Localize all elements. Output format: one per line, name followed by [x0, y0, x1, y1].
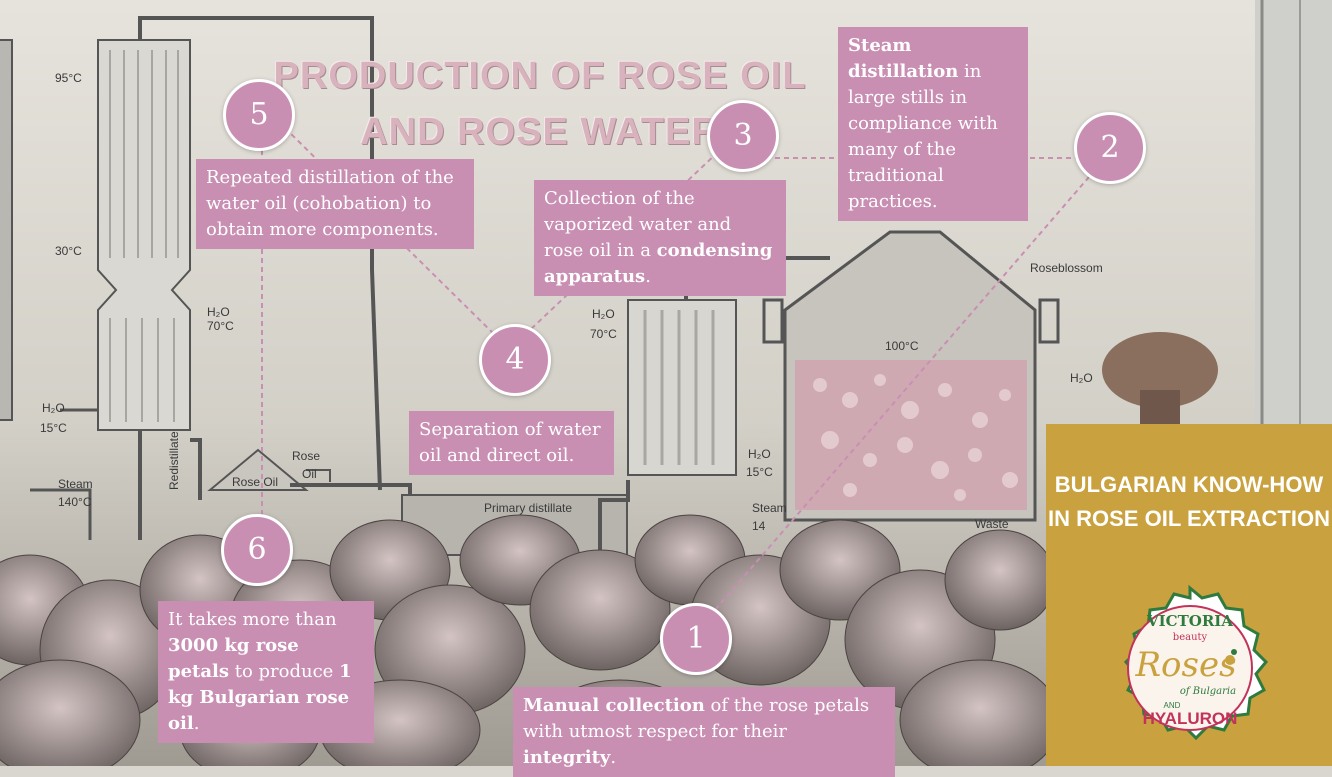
label-redistillate: Redistillate [167, 431, 181, 490]
svg-text:Roses: Roses [1134, 645, 1236, 685]
step-4-description: Separation of water oil and direct oil. [409, 411, 614, 475]
svg-text:of Bulgaria: of Bulgaria [1180, 686, 1236, 697]
svg-text:beauty: beauty [1173, 632, 1208, 643]
label-15c-mid: 15°C [746, 465, 773, 479]
label-100c: 100°C [885, 339, 919, 353]
step-1-text-2: . [610, 747, 617, 768]
step-6-text-3: . [193, 713, 200, 734]
side-panel: BULGARIAN KNOW-HOW IN ROSE OIL EXTRACTIO… [1046, 424, 1332, 766]
step-3-description: Collection of the vaporized water and ro… [534, 180, 786, 296]
label-h2o-mid: H₂O [592, 307, 615, 321]
label-14: 14 [752, 519, 766, 533]
step-3-circle: 3 [707, 100, 779, 172]
svg-text:HYALURON: HYALURON [1143, 709, 1238, 728]
step-6-text-1: It takes more than [168, 609, 337, 630]
step-3-text-2: . [645, 266, 651, 287]
step-1-circle: 1 [660, 603, 732, 675]
label-30c: 30°C [55, 244, 82, 258]
side-panel-title: BULGARIAN KNOW-HOW IN ROSE OIL EXTRACTIO… [1048, 472, 1330, 531]
label-70c-left: 70°C [207, 319, 234, 333]
title-line-2: AND ROSE WATER [360, 111, 720, 153]
label-95c: 95°C [55, 71, 82, 85]
step-1-bold-2: integrity [523, 747, 611, 768]
label-rose-oil: Rose Oil [232, 475, 278, 489]
step-4-circle: 4 [479, 324, 551, 396]
label-140c: 140°C [58, 495, 92, 509]
step-2-bold: Steam distillation [848, 35, 959, 82]
label-oil: Oil [302, 467, 317, 481]
step-6-circle: 6 [221, 514, 293, 586]
step-4-text: Separation of water oil and direct oil. [419, 419, 601, 466]
step-2-description: Steam distillation in large stills in co… [838, 27, 1028, 221]
step-6-description: It takes more than 3000 kg rose petals t… [158, 601, 374, 743]
step-6-bold-2: 1 kg Bulgarian rose oil [168, 661, 352, 734]
connector-2-1 [714, 169, 1096, 611]
step-6-text-2: to produce [229, 661, 340, 682]
label-h2o-mid2: H₂O [748, 447, 771, 461]
step-5-text: Repeated distillation of the water oil (… [206, 167, 454, 240]
svg-text:VICTORIA: VICTORIA [1146, 612, 1233, 630]
label-steam-mid: Steam [752, 501, 787, 515]
victoria-beauty-logo: VICTORIA beauty Roses of Bulgaria AND HY… [1123, 584, 1269, 741]
step-1-description: Manual collection of the rose petals wit… [513, 687, 895, 777]
step-1-bold-1: Manual collection [523, 695, 705, 716]
label-primary-distillate: Primary distillate [484, 501, 572, 515]
label-70c-mid: 70°C [590, 327, 617, 341]
step-3-bold: condensing apparatus [544, 240, 773, 287]
step-5-description: Repeated distillation of the water oil (… [196, 159, 474, 249]
label-h2o-left2: H₂O [42, 401, 65, 415]
label-roseblossom: Roseblossom [1030, 261, 1103, 275]
title-line-1: PRODUCTION OF ROSE OIL [273, 55, 807, 97]
step-2-text: in large stills in compliance with many … [848, 61, 998, 212]
label-h2o-left: H₂O [207, 305, 230, 319]
label-waste: Waste [975, 517, 1009, 531]
step-6-bold-1: 3000 kg rose petals [168, 635, 299, 682]
step-3-text-1: Collection of the vaporized water and ro… [544, 188, 732, 261]
svg-text:AND: AND [1164, 701, 1181, 710]
step-2-circle: 2 [1074, 112, 1146, 184]
label-h2o-right: H₂O [1070, 371, 1093, 385]
step-5-circle: 5 [223, 79, 295, 151]
label-15c-left: 15°C [40, 421, 67, 435]
label-steam-left: Steam [58, 477, 93, 491]
page-title: PRODUCTION OF ROSE OIL AND ROSE WATER [270, 48, 810, 160]
label-rose: Rose [292, 449, 320, 463]
step-1-text-1: of the rose petals with utmost respect f… [523, 695, 870, 742]
